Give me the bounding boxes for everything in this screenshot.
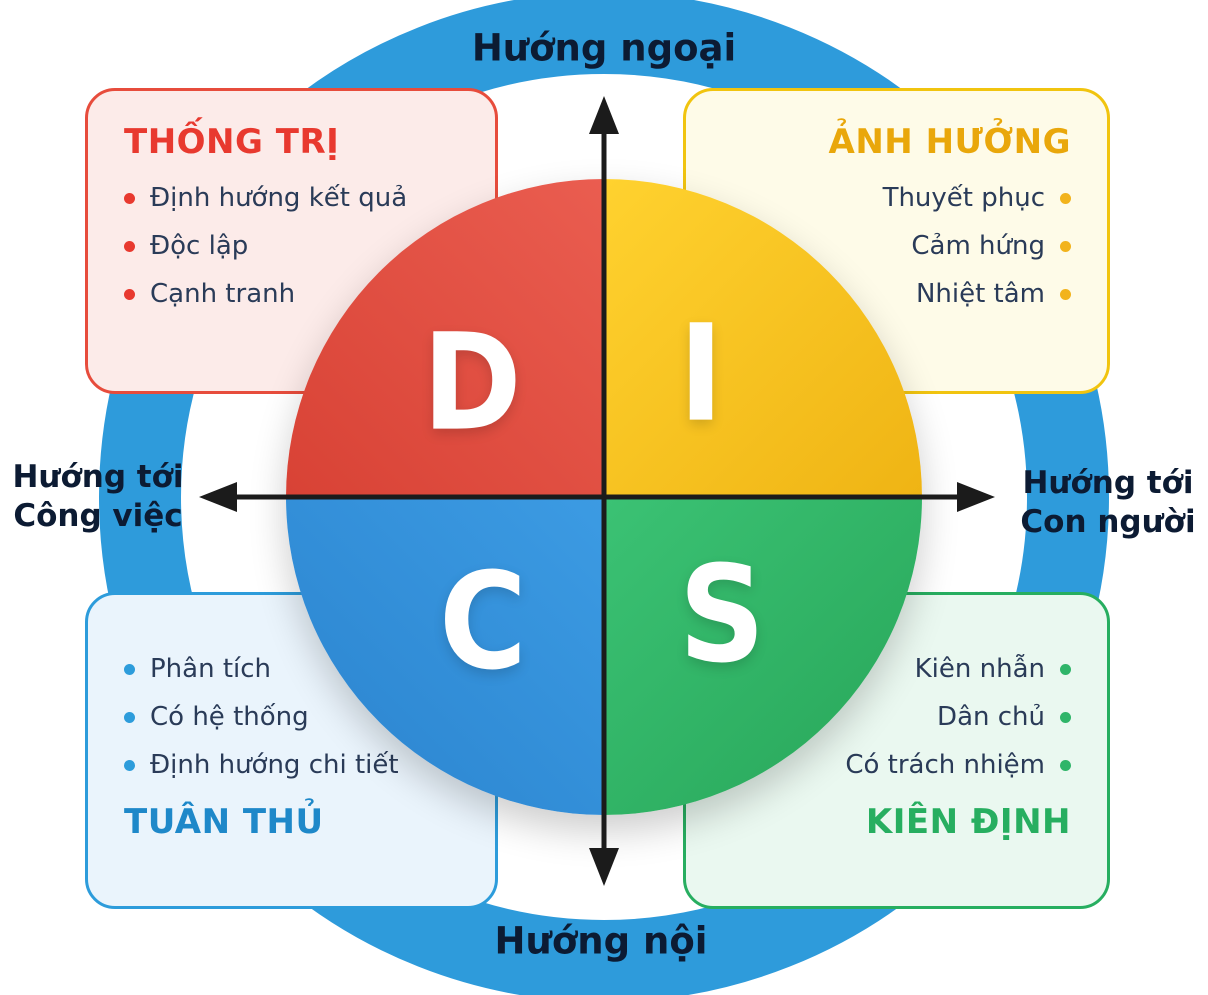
bullet-dot <box>1060 663 1071 675</box>
card-compliance-title: TUÂN THỦ <box>124 802 324 842</box>
axis-label-left-line2: Công việc <box>13 498 183 534</box>
bullet-dot <box>1060 240 1071 252</box>
letter-s: S <box>678 536 766 693</box>
card-compliance-bullets: Phân tích Có hệ thống Định hướng chi tiế… <box>124 653 459 781</box>
bullet-dot <box>1060 288 1071 300</box>
axis-label-top: Hướng ngoại <box>471 26 737 70</box>
bullet-dot <box>124 711 135 723</box>
arrowhead-up-icon <box>589 96 619 134</box>
card-dominance-bullets: Định hướng kết quả Độc lập Cạnh tranh <box>124 182 459 310</box>
axis-label-right: Hướng tới Con người <box>1002 464 1208 542</box>
axis-label-right-line2: Con người <box>1020 504 1196 540</box>
bullet-item: Cạnh tranh <box>124 278 459 310</box>
bullet-label: Phân tích <box>150 654 272 684</box>
bullet-item: Có hệ thống <box>124 701 459 733</box>
axis-label-right-line1: Hướng tới <box>1022 465 1194 501</box>
card-steadiness-title: KIÊN ĐỊNH <box>865 802 1071 842</box>
bullet-dot <box>1060 192 1071 204</box>
card-influence-title: ẢNH HƯỞNG <box>828 122 1071 162</box>
bullet-label: Kiên nhẫn <box>914 654 1045 684</box>
bullet-label: Độc lập <box>150 231 249 262</box>
bullet-item: Nhiệt tâm <box>722 278 1071 310</box>
bullet-dot <box>124 192 135 204</box>
bullet-label: Nhiệt tâm <box>915 279 1045 310</box>
letter-d: D <box>422 304 522 461</box>
card-dominance-title: THỐNG TRỊ <box>124 122 340 162</box>
bullet-label: Có hệ thống <box>150 702 309 732</box>
card-influence-bullets: Thuyết phục Cảm hứng Nhiệt tâm <box>722 182 1071 310</box>
bullet-item: Định hướng chi tiết <box>124 749 459 781</box>
bullet-label: Thuyết phục <box>882 183 1045 214</box>
arrowhead-right-icon <box>957 482 995 512</box>
letter-c: C <box>439 543 527 700</box>
arrowhead-down-icon <box>589 848 619 886</box>
axis-label-left-line1: Hướng tới <box>12 459 184 495</box>
bullet-item: Định hướng kết quả <box>124 182 459 214</box>
bullet-item: Dân chủ <box>722 701 1071 733</box>
bullet-dot <box>124 240 135 252</box>
bullet-item: Cảm hứng <box>722 230 1071 262</box>
bullet-dot <box>124 663 135 675</box>
bullet-item: Kiên nhẫn <box>722 653 1071 685</box>
bullet-dot <box>1060 711 1071 723</box>
bullet-item: Độc lập <box>124 230 459 262</box>
axis-label-bottom: Hướng nội <box>494 919 708 963</box>
bullet-item: Phân tích <box>124 653 459 685</box>
bullet-item: Thuyết phục <box>722 182 1071 214</box>
axis-label-left: Hướng tới Công việc <box>0 458 204 536</box>
bullet-dot <box>1060 759 1071 771</box>
bullet-label: Cạnh tranh <box>150 279 296 310</box>
arrowhead-left-icon <box>199 482 237 512</box>
bullet-item: Có trách nhiệm <box>722 749 1071 781</box>
card-steadiness-bullets: Kiên nhẫn Dân chủ Có trách nhiệm <box>722 653 1071 781</box>
bullet-label: Định hướng chi tiết <box>150 750 399 780</box>
bullet-dot <box>124 288 135 300</box>
bullet-label: Cảm hứng <box>911 231 1045 262</box>
bullet-label: Dân chủ <box>937 702 1045 732</box>
bullet-label: Định hướng kết quả <box>150 183 408 214</box>
bullet-label: Có trách nhiệm <box>845 750 1045 780</box>
letter-i: I <box>678 295 724 452</box>
bullet-dot <box>124 759 135 771</box>
